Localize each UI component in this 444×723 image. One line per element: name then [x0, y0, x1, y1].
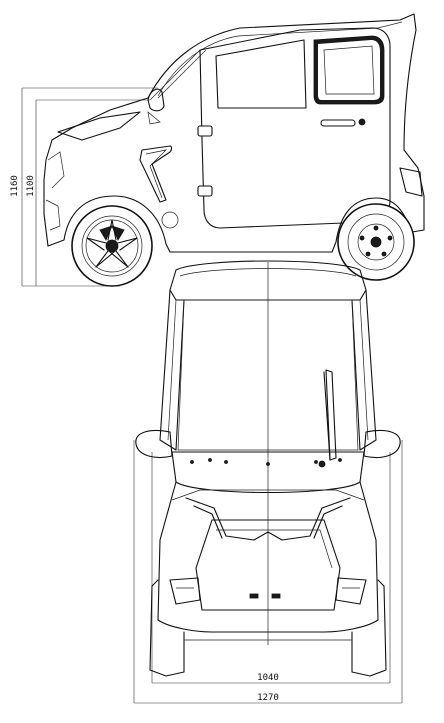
front-right-pillar [351, 289, 377, 451]
front-sensor-right [271, 593, 281, 599]
side-lower-hinge [197, 185, 213, 197]
front-body-outline [157, 481, 379, 633]
side-rear-light [399, 167, 423, 197]
front-view: 1040 1270 [133, 260, 403, 704]
front-left-pillar [159, 289, 185, 451]
side-rear-wheel [337, 203, 415, 281]
width-dimension-lines [133, 440, 403, 704]
side-upper-hinge [197, 125, 213, 137]
side-body-outline [43, 13, 425, 253]
front-left-headlight [185, 497, 351, 541]
front-windshield [177, 299, 359, 451]
front-left-wheel [149, 579, 185, 677]
side-view: 1160 1100 [10, 13, 425, 287]
side-headlight [57, 111, 141, 141]
track-width-label: 1040 [257, 673, 279, 683]
side-front-window [215, 39, 307, 109]
front-hood [171, 451, 365, 494]
side-front-wheel [71, 205, 153, 287]
body-height-label: 1100 [26, 175, 36, 197]
front-left-foglight [169, 577, 201, 605]
side-door-lock [358, 118, 366, 126]
front-left-mirror [135, 429, 173, 459]
side-vent [139, 145, 173, 203]
side-fuel-cap [161, 211, 179, 229]
overall-height-label: 1160 [10, 175, 20, 197]
side-mirror [147, 88, 165, 112]
overall-width-label: 1270 [257, 693, 279, 703]
side-door-handle [320, 119, 356, 127]
side-windshield [149, 49, 207, 101]
front-right-foglight [335, 577, 367, 605]
front-right-wheel [351, 579, 387, 677]
front-right-mirror [363, 429, 401, 459]
height-dimension-lines [21, 87, 158, 287]
wiper [318, 369, 337, 468]
front-grille [195, 519, 341, 611]
front-roof [169, 260, 367, 301]
front-sensor-left [249, 593, 259, 599]
